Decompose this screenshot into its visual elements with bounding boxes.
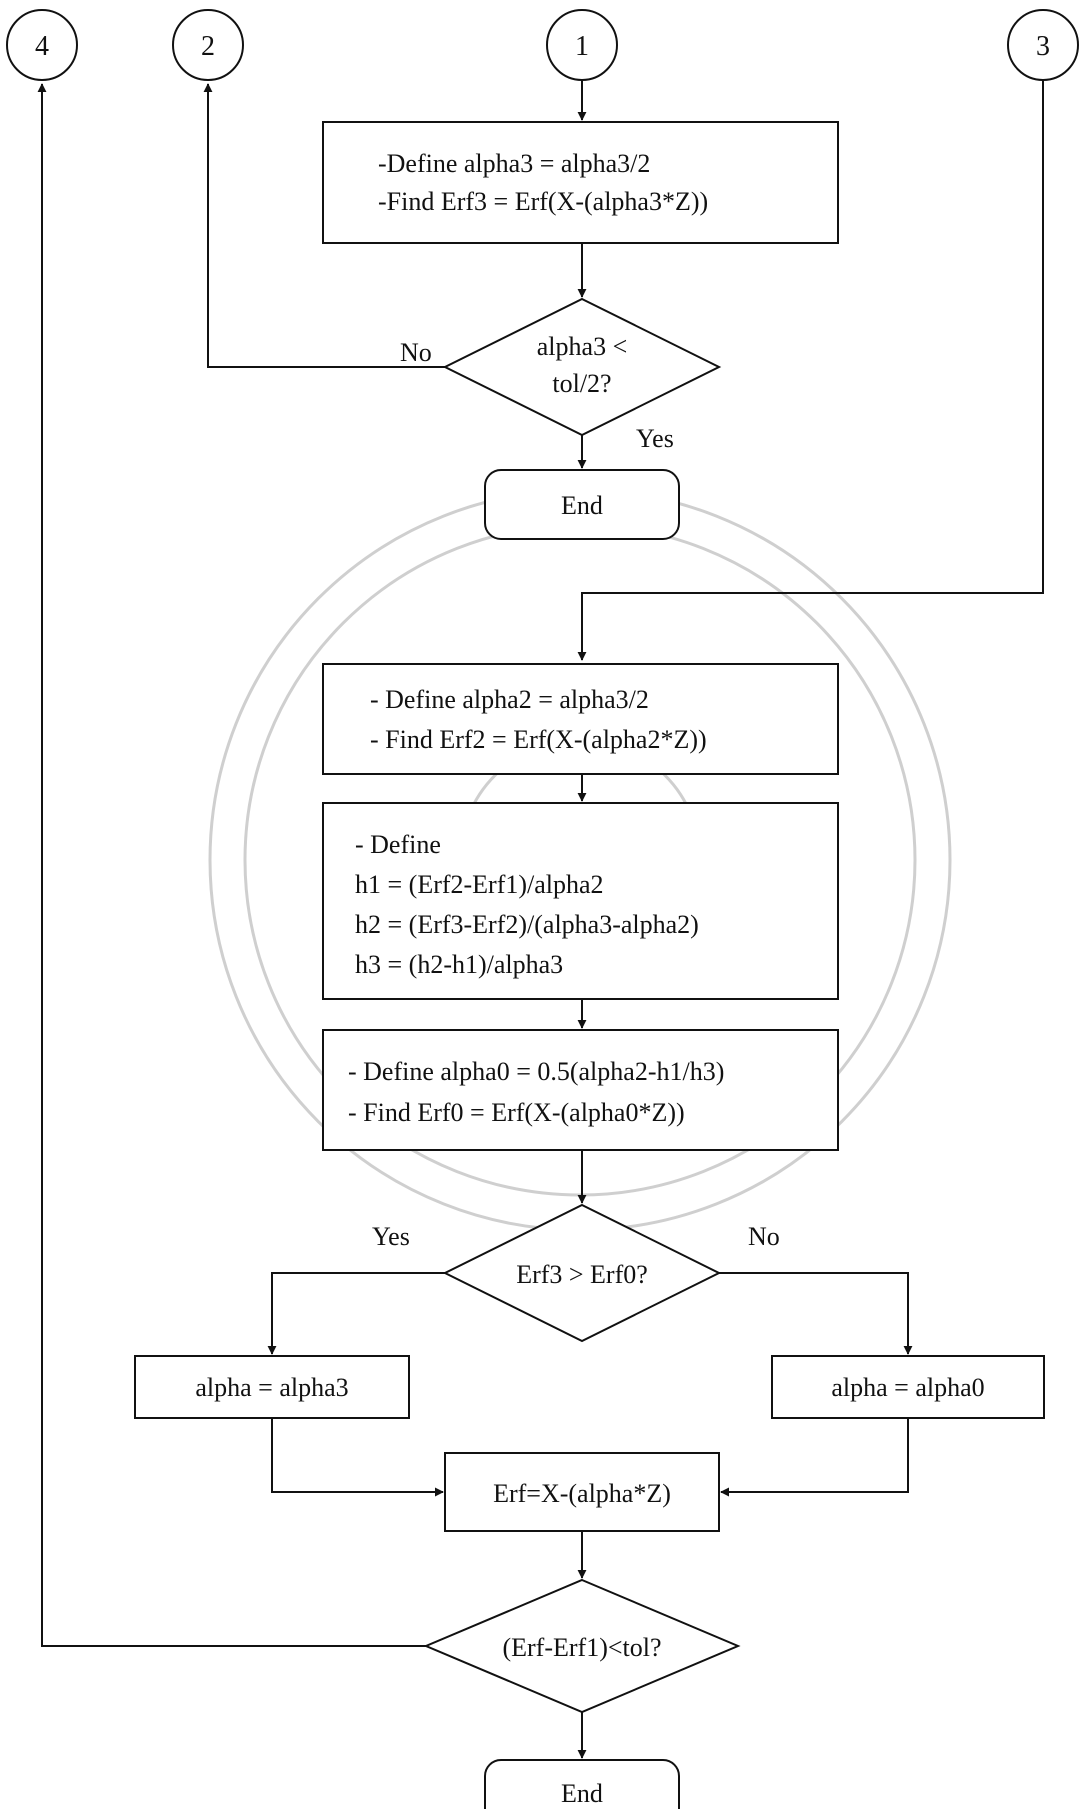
process-h-line3: h2 = (Erf3-Erf2)/(alpha3-alpha2) — [355, 910, 699, 939]
connector-2-label: 2 — [201, 31, 215, 62]
box-alpha-equals-alpha3: alpha = alpha3 — [134, 1355, 410, 1419]
connector-2: 2 — [172, 9, 244, 81]
arrow-no-to-c2 — [203, 83, 445, 368]
decision-erf-yes-label: Yes — [372, 1222, 410, 1251]
process-h-line1: - Define — [355, 830, 441, 859]
process-h-line2: h1 = (Erf2-Erf1)/alpha2 — [355, 870, 604, 899]
process-box-h-values: - Define h1 = (Erf2-Erf1)/alpha2 h2 = (E… — [322, 802, 839, 1000]
alpha0-box-label: alpha = alpha0 — [831, 1373, 984, 1402]
erf-box-label: Erf=X-(alpha*Z) — [493, 1479, 671, 1508]
arrow-yes-to-alpha3 — [267, 1272, 445, 1355]
arrow-no-to-c4 — [37, 83, 426, 1647]
arrow-c3-to-box — [577, 80, 1044, 661]
decision-erf-label: Erf3 > Erf0? — [516, 1260, 648, 1289]
decision-erf-no-label: No — [748, 1222, 780, 1251]
process-alpha0-line1: - Define alpha0 = 0.5(alpha2-h1/h3) — [348, 1057, 724, 1086]
decision-erf3-erf0: Erf3 > Erf0? — [442, 1203, 722, 1343]
end-bottom-label: End — [561, 1779, 603, 1808]
process-alpha2-line1: - Define alpha2 = alpha3/2 — [370, 685, 649, 714]
process-alpha2-line2: - Find Erf2 = Erf(X-(alpha2*Z)) — [370, 725, 707, 754]
connector-3: 3 — [1007, 9, 1079, 81]
process-alpha0-line2: - Find Erf0 = Erf(X-(alpha0*Z)) — [348, 1098, 685, 1127]
arrow-alpha0-to-erf — [720, 1418, 909, 1497]
decision-no-label: No — [400, 338, 432, 367]
decision-erf-tol: (Erf-Erf1)<tol? — [423, 1578, 741, 1714]
end-terminator-bottom: End — [484, 1759, 680, 1809]
process-box-erf: Erf=X-(alpha*Z) — [444, 1452, 720, 1532]
process-alpha3-line2: -Find Erf3 = Erf(X-(alpha3*Z)) — [378, 187, 708, 216]
box-alpha-equals-alpha0: alpha = alpha0 — [771, 1355, 1045, 1419]
process-box-alpha0: - Define alpha0 = 0.5(alpha2-h1/h3) - Fi… — [322, 1029, 839, 1151]
decision-yes-label: Yes — [636, 424, 674, 453]
connector-1: 1 — [546, 9, 618, 81]
decision-alpha3-tol: alpha3 < tol/2? — [442, 297, 722, 437]
end-top-label: End — [561, 491, 603, 520]
connector-1-label: 1 — [575, 31, 589, 62]
connector-3-label: 3 — [1036, 31, 1050, 62]
alpha3-box-label: alpha = alpha3 — [195, 1373, 348, 1402]
decision-erf-tol-label: (Erf-Erf1)<tol? — [502, 1633, 661, 1662]
process-box-alpha2: - Define alpha2 = alpha3/2 - Find Erf2 =… — [322, 663, 839, 775]
arrow-no-to-alpha0 — [719, 1272, 913, 1355]
arrow-alpha3-to-erf — [271, 1418, 444, 1497]
connector-4: 4 — [6, 9, 78, 81]
decision-alpha3-line2: tol/2? — [552, 369, 611, 398]
decision-alpha3-line1: alpha3 < — [537, 332, 627, 361]
connector-4-label: 4 — [35, 31, 49, 62]
process-box-alpha3: -Define alpha3 = alpha3/2 -Find Erf3 = E… — [322, 121, 839, 244]
process-alpha3-line1: -Define alpha3 = alpha3/2 — [378, 149, 650, 178]
end-terminator-top: End — [484, 469, 680, 540]
process-h-line4: h3 = (h2-h1)/alpha3 — [355, 950, 563, 979]
